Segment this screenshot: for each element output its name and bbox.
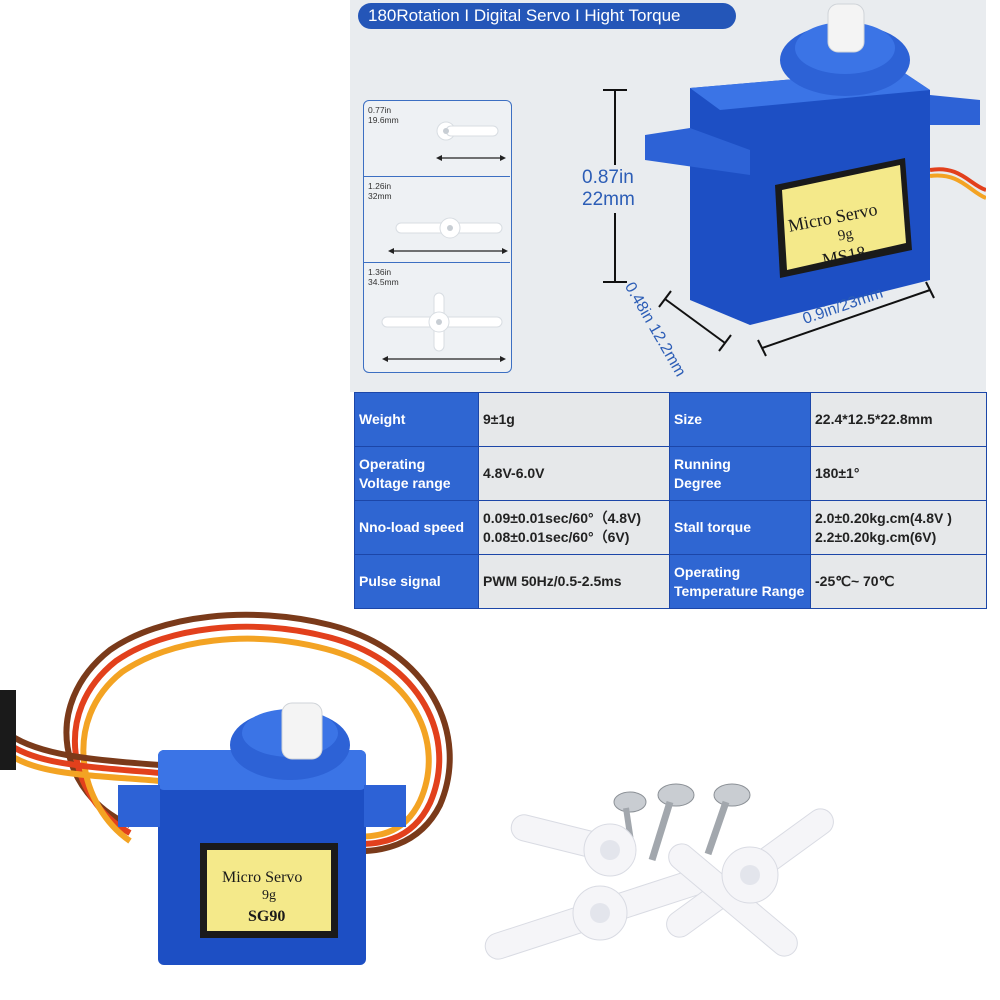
spec-value: 0.09±0.01sec/60°（4.8V) 0.08±0.01sec/60°（6… (478, 500, 670, 555)
spec-value: -25℃~ 70℃ (810, 554, 987, 609)
horn-size-in: 1.26in (368, 181, 392, 191)
horn-size-mm: 32mm (368, 191, 392, 201)
spec-text: Nno-load speed (359, 519, 465, 535)
horn-size-mm: 19.6mm (368, 115, 399, 125)
spec-text: Temperature Range (674, 582, 805, 599)
horn-sizes-panel: 0.77in 19.6mm 1.26in 32mm 1.36in 3 (363, 100, 512, 373)
bottom-servo-weight: 9g (262, 888, 276, 903)
spec-value: 9±1g (478, 392, 670, 447)
spec-value: 2.0±0.20kg.cm(4.8V ) 2.2±0.20kg.cm(6V) (810, 500, 987, 555)
horn-size-cell: 1.26in 32mm (364, 177, 510, 263)
spec-text: 0.08±0.01sec/60°（6V) (483, 528, 630, 545)
spec-text: 9±1g (483, 411, 515, 427)
double-arm-horn-icon (484, 866, 716, 960)
height-dimension-label: 0.87in 22mm (582, 165, 635, 213)
screw-icon (648, 783, 695, 862)
spec-text: -25℃~ 70℃ (815, 573, 895, 589)
spec-text: 4.8V-6.0V (483, 465, 545, 481)
spec-text: PWM 50Hz/0.5-2.5ms (483, 573, 622, 589)
spec-text: Voltage range (359, 474, 451, 491)
single-arm-horn-icon (510, 814, 637, 877)
feature-banner: 180Rotation I Digital Servo I Hight Torq… (358, 3, 736, 29)
spec-text: Operating (359, 455, 426, 472)
spec-label: Size (669, 392, 811, 447)
horn-size-in: 1.36in (368, 267, 392, 277)
bottom-servo-image: Micro Servo 9g SG90 (0, 611, 453, 965)
top-servo-image: Micro Servo 9g MS18 (645, 3, 986, 325)
single-arm-horn-icon (436, 121, 506, 161)
spec-text: Pulse signal (359, 573, 441, 589)
horn-size-mm: 34.5mm (368, 277, 399, 287)
spec-value: 4.8V-6.0V (478, 446, 670, 501)
spec-value: 180±1° (810, 446, 987, 501)
top-servo-weight: 9g (837, 226, 855, 245)
spec-text: 22.4*12.5*22.8mm (815, 411, 933, 427)
double-arm-horn-icon (388, 217, 508, 254)
feature-banner-text: 180Rotation I Digital Servo I Hight Torq… (368, 6, 681, 25)
cross-horn-icon (381, 292, 506, 362)
spec-text: 2.2±0.20kg.cm(6V) (815, 528, 937, 545)
horn-size-cell: 0.77in 19.6mm (364, 101, 510, 177)
spec-value: PWM 50Hz/0.5-2.5ms (478, 554, 670, 609)
spec-text: Weight (359, 411, 406, 427)
horn-size-in: 0.77in (368, 105, 392, 115)
spec-text: Size (674, 411, 703, 427)
depth-dimension-line (658, 290, 732, 352)
spec-text: Degree (674, 474, 722, 491)
spec-row: Weight 9±1g Size 22.4*12.5*22.8mm (354, 392, 987, 447)
bottom-servo-label: Micro Servo (222, 869, 302, 886)
spec-label: Stall torque (669, 500, 811, 555)
spec-label: Weight (354, 392, 479, 447)
spec-text: 0.09±0.01sec/60°（4.8V) (483, 509, 642, 526)
spec-text: 180±1° (815, 465, 860, 481)
spec-text: Stall torque (674, 519, 752, 535)
spec-text: 2.0±0.20kg.cm(4.8V ) (815, 509, 952, 526)
cross-horn-icon (666, 808, 834, 957)
height-mm: 22mm (582, 189, 635, 210)
screw-icon (704, 783, 751, 856)
spec-row: Nno-load speed 0.09±0.01sec/60°（4.8V) 0.08… (354, 500, 987, 555)
spec-text: Operating (674, 563, 741, 580)
spec-text: Running (674, 455, 731, 472)
bottom-servo-model: SG90 (248, 908, 285, 925)
horn-size-cell: 1.36in 34.5mm (364, 263, 510, 372)
width-dimension-line (757, 281, 935, 357)
accessories-image (484, 783, 834, 960)
spec-label: Pulse signal (354, 554, 479, 609)
spec-value: 22.4*12.5*22.8mm (810, 392, 987, 447)
height-in: 0.87in (582, 167, 634, 188)
spec-label: Nno-load speed (354, 500, 479, 555)
